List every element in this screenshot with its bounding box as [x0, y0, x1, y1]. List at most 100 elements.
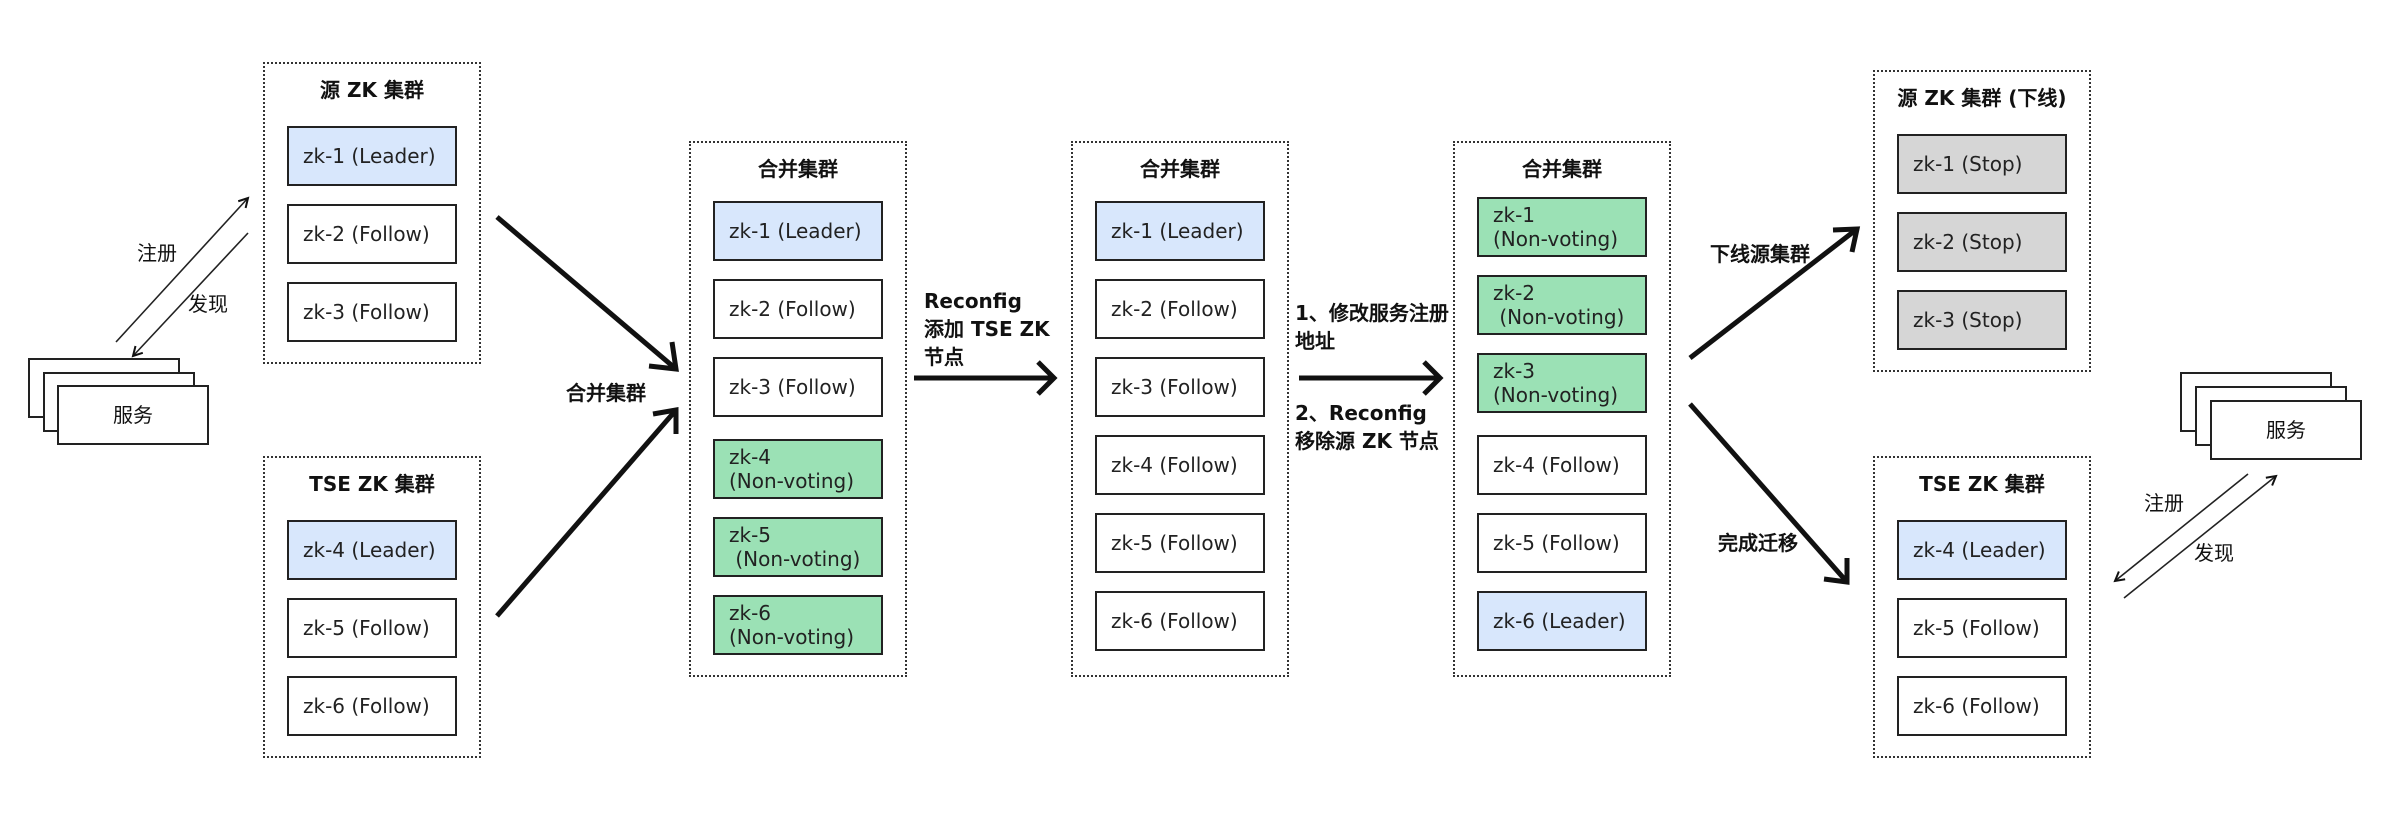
- node-role: (Non-voting): [729, 625, 854, 649]
- node-zk-2[interactable]: zk-2 (Follow): [713, 279, 883, 339]
- service-card-front[interactable]: [57, 385, 209, 445]
- reconfig-step-line2: 添加 TSE ZK: [924, 317, 1050, 341]
- cluster-title: TSE ZK 集群: [309, 472, 435, 496]
- merge-arrow-bottom-head: [652, 407, 679, 434]
- node-zk-4[interactable]: zk-4 (Leader): [1897, 520, 2067, 580]
- node-label: zk-2: [1493, 281, 1536, 305]
- merge-step-label: 合并集群: [566, 381, 646, 405]
- node-zk-4[interactable]: zk-4 (Leader): [287, 520, 457, 580]
- tse-zk-cluster: TSE ZK 集群 zk-4 (Leader) zk-5 (Follow) zk…: [263, 456, 481, 758]
- node-zk-1[interactable]: zk-1 (Stop): [1897, 134, 2067, 194]
- node-label: zk-4 (Leader): [303, 538, 436, 562]
- offline-arrow-head: [1832, 226, 1861, 253]
- node-zk-1[interactable]: zk-1 (Leader): [1095, 201, 1265, 261]
- node-zk-2[interactable]: zk-2 (Follow): [1095, 279, 1265, 339]
- node-zk-3[interactable]: zk-3(Non-voting): [1477, 353, 1647, 413]
- node-zk-6[interactable]: zk-6(Non-voting): [713, 595, 883, 655]
- register-arrow-r: [2107, 470, 2110, 472]
- node-zk-5[interactable]: zk-5 (Follow): [1897, 598, 2067, 658]
- node-label: zk-3 (Follow): [1111, 375, 1238, 399]
- node-zk-5[interactable]: zk-5 (Follow): [287, 598, 457, 658]
- node-zk-1[interactable]: zk-1 (Leader): [713, 201, 883, 261]
- node-label: zk-2 (Follow): [1111, 297, 1238, 321]
- node-zk-3[interactable]: zk-3 (Follow): [287, 282, 457, 342]
- node-zk-6[interactable]: zk-6 (Leader): [1477, 591, 1647, 651]
- node-label: zk-1 (Leader): [729, 219, 862, 243]
- left-discover-label: 发现: [188, 292, 228, 316]
- node-zk-6[interactable]: zk-6 (Follow): [287, 676, 457, 736]
- node-label: zk-5 (Follow): [303, 616, 430, 640]
- node-label: zk-6 (Follow): [1111, 609, 1238, 633]
- node-label: zk-1: [1493, 203, 1536, 227]
- merged-cluster-3: 合并集群 zk-1(Non-voting) zk-2 (Non-voting) …: [1453, 141, 1671, 677]
- offline-step-label: 下线源集群: [1710, 242, 1810, 266]
- cluster-title: 合并集群: [1522, 157, 1602, 181]
- service-card-front[interactable]: [2210, 400, 2362, 460]
- node-label: zk-5 (Follow): [1111, 531, 1238, 555]
- node-label: zk-3 (Follow): [729, 375, 856, 399]
- node-zk-2[interactable]: zk-2 (Follow): [287, 204, 457, 264]
- node-label: zk-6 (Leader): [1493, 609, 1626, 633]
- node-zk-2[interactable]: zk-2 (Stop): [1897, 212, 2067, 272]
- node-zk-5[interactable]: zk-5 (Follow): [1095, 513, 1265, 573]
- node-zk-5[interactable]: zk-5 (Follow): [1477, 513, 1647, 573]
- node-role: (Non-voting): [1493, 305, 1625, 329]
- node-role: (Non-voting): [729, 547, 861, 571]
- node-role: (Non-voting): [729, 469, 854, 493]
- switch-step-b-line2: 移除源 ZK 节点: [1295, 429, 1439, 453]
- node-zk-4[interactable]: zk-4(Non-voting): [713, 439, 883, 499]
- node-label: zk-6 (Follow): [1913, 694, 2040, 718]
- merge-arrow-top: [495, 215, 678, 371]
- node-zk-2[interactable]: zk-2 (Non-voting): [1477, 275, 1647, 335]
- complete-arrow-head: [1823, 558, 1850, 585]
- node-label: zk-6: [729, 601, 772, 625]
- node-zk-4[interactable]: zk-4 (Follow): [1095, 435, 1265, 495]
- reconfig-step-line3: 节点: [924, 345, 964, 369]
- merged-cluster-2: 合并集群 zk-1 (Leader) zk-2 (Follow) zk-3 (F…: [1071, 141, 1289, 677]
- complete-step-label: 完成迁移: [1718, 531, 1798, 555]
- node-label: zk-5 (Follow): [1913, 616, 2040, 640]
- reconfig-step-line1: Reconfig: [924, 289, 1022, 313]
- node-zk-6[interactable]: zk-6 (Follow): [1095, 591, 1265, 651]
- node-zk-1[interactable]: zk-1(Non-voting): [1477, 197, 1647, 257]
- complete-arrow: [1688, 402, 1849, 584]
- cluster-title: 合并集群: [1140, 157, 1220, 181]
- node-label: zk-1 (Leader): [303, 144, 436, 168]
- offline-arrow: [1688, 227, 1859, 360]
- source-zk-cluster: 源 ZK 集群 zk-1 (Leader) zk-2 (Follow) zk-3…: [263, 62, 481, 364]
- register-arrow-left: [115, 198, 248, 343]
- node-zk-6[interactable]: zk-6 (Follow): [1897, 676, 2067, 736]
- node-label: zk-4: [729, 445, 772, 469]
- node-label: zk-3 (Stop): [1913, 308, 2023, 332]
- switch-step-a-line2: 地址: [1295, 329, 1335, 353]
- discover-arrow-left: [133, 232, 249, 356]
- node-label: zk-6 (Follow): [303, 694, 430, 718]
- node-zk-4[interactable]: zk-4 (Follow): [1477, 435, 1647, 495]
- switch-arrow-head: [1422, 360, 1444, 396]
- node-zk-3[interactable]: zk-3 (Follow): [713, 357, 883, 417]
- discover-arrow-right: [2123, 476, 2276, 599]
- merge-arrow-bottom: [495, 408, 678, 618]
- node-zk-5[interactable]: zk-5 (Non-voting): [713, 517, 883, 577]
- node-label: zk-4 (Follow): [1111, 453, 1238, 477]
- left-service-label: 服务: [113, 403, 153, 427]
- node-label: zk-3: [1493, 359, 1536, 383]
- right-service-label: 服务: [2266, 418, 2306, 442]
- node-role: (Non-voting): [1493, 383, 1618, 407]
- node-label: zk-2 (Stop): [1913, 230, 2023, 254]
- node-zk-3[interactable]: zk-3 (Follow): [1095, 357, 1265, 417]
- node-label: zk-1 (Leader): [1111, 219, 1244, 243]
- register-arrow-right-drawn-final: [2115, 473, 2249, 581]
- merge-arrow-top-head: [648, 341, 679, 372]
- right-register-label: 注册: [2144, 491, 2184, 515]
- node-zk-3[interactable]: zk-3 (Stop): [1897, 290, 2067, 350]
- node-label: zk-4 (Leader): [1913, 538, 2046, 562]
- switch-step-a-line1: 1、修改服务注册: [1295, 301, 1449, 325]
- cluster-title: 合并集群: [758, 157, 838, 181]
- node-zk-1[interactable]: zk-1 (Leader): [287, 126, 457, 186]
- node-label: zk-5: [729, 523, 772, 547]
- cluster-title: 源 ZK 集群 (下线): [1897, 86, 2067, 110]
- node-label: zk-2 (Follow): [303, 222, 430, 246]
- node-label: zk-4 (Follow): [1493, 453, 1620, 477]
